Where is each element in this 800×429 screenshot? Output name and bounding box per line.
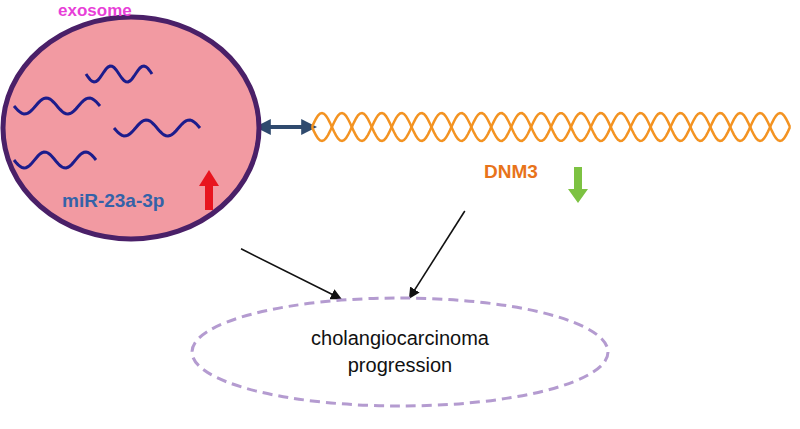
gene-strand: DNM3: [312, 105, 794, 205]
mirna-label: miR-23a-3p: [62, 190, 164, 212]
mirna-strand: [14, 98, 100, 114]
mirna-strand: [14, 152, 96, 168]
gene-label: DNM3: [484, 161, 538, 183]
mrna-strand: [312, 113, 790, 141]
mrna-strand: [312, 113, 790, 141]
outcome-ellipse: cholangiocarcinoma progression: [190, 296, 610, 408]
exosome-membrane: [3, 17, 259, 239]
mirna-strand: [86, 66, 152, 82]
connector-arrow: [410, 211, 465, 297]
node-outline: [190, 296, 610, 408]
title-label: exosome: [58, 1, 132, 21]
connector-arrow: [241, 249, 340, 298]
mirna-strand: [114, 120, 200, 136]
outcome-outline: [192, 298, 608, 406]
exosome-circle: exosomemiR-23a-3p: [0, 14, 262, 242]
outcome-label: cholangiocarcinoma progression: [285, 325, 515, 379]
up-arrow: [199, 170, 219, 210]
connector-arrow: [258, 125, 314, 129]
node-outline: [312, 105, 794, 205]
down-arrow: [568, 167, 588, 203]
